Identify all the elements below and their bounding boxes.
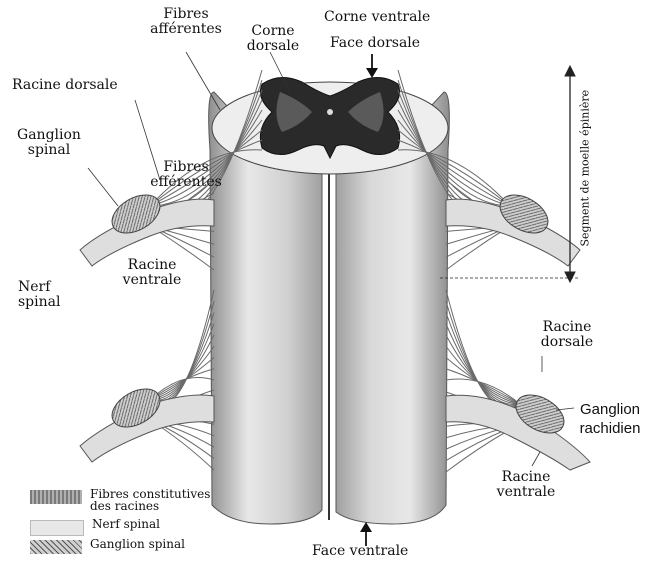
label-corne-dorsale-line2: dorsale [238, 39, 308, 54]
label-ganglion-spinal-line1: Ganglion [12, 128, 86, 143]
rootlet-lower-left-dorsal [150, 335, 214, 400]
legend-label-nerf: Nerf spinal [92, 518, 160, 530]
label-ganglion-spinal-line2: spinal [12, 143, 86, 158]
label-corne-dorsale: Corne dorsale [238, 24, 308, 54]
legend-label-fibres-line2: des racines [90, 500, 210, 512]
label-racine-dorsale: Racine dorsale [12, 78, 118, 93]
label-nerf-spinal-line1: Nerf [18, 280, 60, 295]
label-racine-ventrale-right-line1: Racine [486, 470, 566, 485]
legend-item-nerf: Nerf spinal [30, 518, 160, 536]
legend-label-ganglion: Ganglion spinal [90, 538, 185, 550]
label-segment-moelle: Segment de moelle épinière [579, 97, 592, 247]
label-fibres-afferentes-line2: afférentes [145, 22, 227, 37]
legend-swatch-ganglion [30, 540, 82, 554]
label-fibres-afferentes-line1: Fibres [145, 7, 227, 22]
label-racine-ventrale-right-line2: ventrale [486, 485, 566, 500]
label-racine-ventrale-right: Racine ventrale [486, 470, 566, 500]
legend-swatch-fibres [30, 490, 82, 504]
label-fibres-efferentes: Fibres efférentes [146, 160, 226, 190]
label-racine-ventrale-left-line2: ventrale [112, 273, 192, 288]
label-face-ventrale: Face ventrale [312, 544, 408, 559]
label-fibres-efferentes-line2: efférentes [146, 175, 226, 190]
label-ganglion-spinal: Ganglion spinal [12, 128, 86, 158]
label-nerf-spinal-line2: spinal [18, 295, 60, 310]
label-ganglion-rachidien-line1: Ganglion [574, 400, 646, 419]
label-racine-dorsale-right: Racine dorsale [530, 320, 604, 350]
label-corne-dorsale-line1: Corne [238, 24, 308, 39]
legend-item-fibres: Fibres constitutives des racines [30, 488, 210, 512]
label-face-dorsale: Face dorsale [330, 36, 420, 51]
face-dorsale-arrow [366, 54, 378, 78]
rootlet-lower-left-dorsal [150, 313, 214, 402]
rootlet-lower-right-dorsal [446, 335, 520, 404]
label-corne-ventrale: Corne ventrale [324, 10, 430, 25]
label-fibres-afferentes: Fibres afférentes [145, 7, 227, 37]
spinal-cord [209, 77, 450, 524]
label-racine-dorsale-right-line1: Racine [530, 320, 604, 335]
spinal-nerves [80, 187, 590, 470]
legend-item-ganglion: Ganglion spinal [30, 538, 185, 554]
label-ganglion-rachidien-line2: rachidien [574, 419, 646, 438]
label-fibres-efferentes-line1: Fibres [146, 160, 226, 175]
label-racine-dorsale-right-line2: dorsale [530, 335, 604, 350]
label-racine-ventrale-left-line1: Racine [112, 258, 192, 273]
central-canal [327, 109, 333, 115]
legend-label-fibres: Fibres constitutives des racines [90, 488, 210, 512]
legend-swatch-nerf [30, 520, 84, 536]
label-ganglion-rachidien: Ganglion rachidien [574, 400, 646, 438]
label-racine-ventrale-left: Racine ventrale [112, 258, 192, 288]
rootlet-lower-right-dorsal [446, 290, 520, 409]
rootlet-lower-right-dorsal [446, 313, 520, 406]
label-nerf-spinal: Nerf spinal [18, 280, 60, 310]
